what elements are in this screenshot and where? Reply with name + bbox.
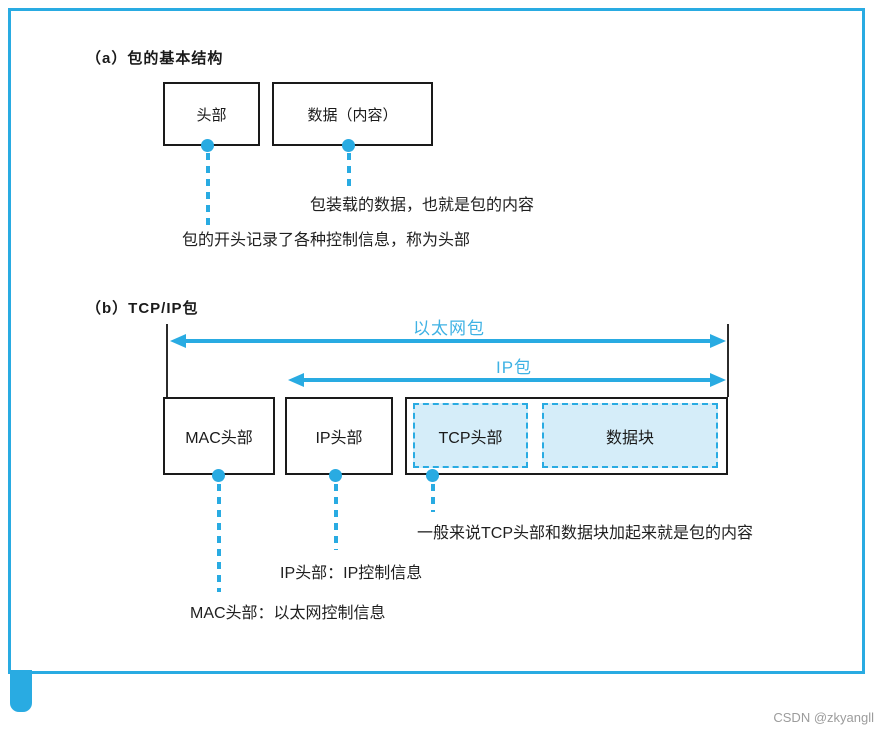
extent-guide-right: [727, 324, 729, 397]
annotation-ip: IP头部：IP控制信息: [280, 565, 423, 582]
tcp-header-box-label: TCP头部: [438, 429, 503, 447]
data-block-box-label: 数据块: [605, 429, 654, 447]
data-block-box: 数据块: [542, 403, 718, 468]
annotation-data-content: 包装载的数据，也就是包的内容: [310, 197, 535, 214]
ethernet-arrowhead-right-icon: [710, 334, 726, 348]
data-content-box: 数据（内容）: [272, 82, 433, 146]
leader-line-tcp: [431, 484, 435, 512]
connector-dot-ip: [329, 469, 342, 482]
connector-dot-header: [201, 139, 214, 152]
connector-dot-tcp: [426, 469, 439, 482]
header-box-label: 头部: [196, 106, 227, 124]
section-a-title: （a）包的基本结构: [86, 50, 224, 67]
mac-header-box: MAC头部: [163, 397, 275, 475]
ethernet-packet-arrow-label: 以太网包: [413, 319, 485, 338]
csdn-watermark: CSDN @zkyangll: [773, 710, 874, 725]
ip-packet-arrow-label: IP包: [496, 358, 533, 377]
mac-header-box-label: MAC头部: [185, 430, 253, 447]
connector-dot-mac: [212, 469, 225, 482]
leader-line-data: [347, 153, 351, 186]
ethernet-arrow-line: [183, 339, 713, 343]
ip-header-box: IP头部: [285, 397, 393, 475]
data-content-box-label: 数据（内容）: [307, 106, 398, 124]
section-b-title: （b）TCP/IP包: [86, 300, 199, 317]
ip-arrow-line: [301, 378, 713, 382]
leader-line-mac: [217, 484, 221, 592]
ip-header-box-label: IP头部: [315, 430, 363, 447]
header-box: 头部: [163, 82, 260, 146]
ip-arrowhead-left-icon: [288, 373, 304, 387]
ip-arrowhead-right-icon: [710, 373, 726, 387]
annotation-header: 包的开头记录了各种控制信息，称为头部: [182, 232, 471, 249]
connector-dot-data: [342, 139, 355, 152]
leader-line-ip: [334, 484, 338, 550]
annotation-tcp-data: 一般来说TCP头部和数据块加起来就是包的内容: [417, 525, 754, 542]
annotation-mac: MAC头部：以太网控制信息: [190, 605, 386, 622]
tcp-header-box: TCP头部: [413, 403, 528, 468]
page-frame-tab: [10, 670, 32, 712]
leader-line-header: [206, 153, 210, 226]
ethernet-arrowhead-left-icon: [170, 334, 186, 348]
extent-guide-left: [166, 324, 168, 397]
